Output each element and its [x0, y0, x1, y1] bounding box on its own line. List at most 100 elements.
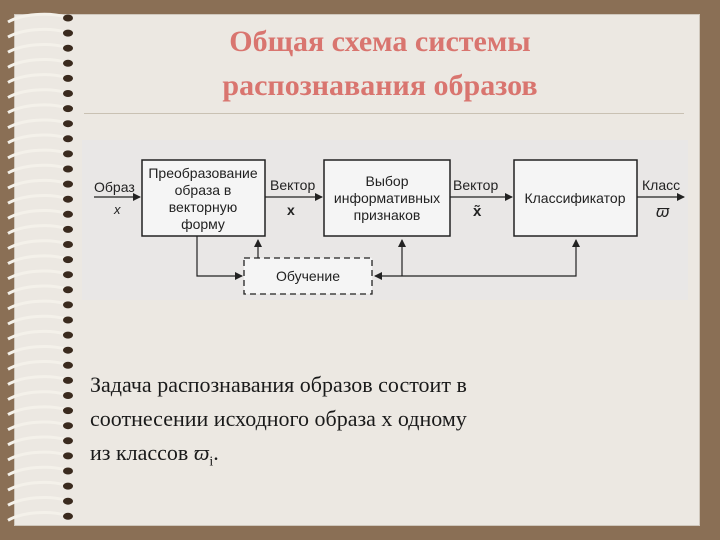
transform-block-line-1: Преобразование — [148, 165, 258, 181]
title-line-1: Общая схема системы — [100, 20, 660, 64]
spiral-ring — [8, 497, 66, 505]
feature-block-line-3: признаков — [354, 207, 421, 223]
spiral-ring — [8, 120, 66, 128]
spiral-hole — [63, 256, 73, 263]
spiral-ring — [8, 90, 66, 98]
spiral-ring — [8, 422, 66, 430]
feature-block-line-1: Выбор — [366, 173, 409, 189]
spiral-ring — [8, 44, 66, 52]
spiral-ring — [8, 286, 66, 294]
spiral-hole — [63, 422, 73, 429]
spiral-hole — [63, 135, 73, 142]
spiral-ring — [8, 437, 66, 445]
spiral-ring — [8, 60, 66, 68]
spiral-ring — [8, 482, 66, 490]
spiral-hole — [63, 211, 73, 218]
spiral-hole — [63, 105, 73, 112]
spiral-ring — [8, 135, 66, 143]
spiral-ring — [8, 75, 66, 83]
spiral-ring — [8, 331, 66, 339]
spiral-ring — [8, 346, 66, 354]
title-divider — [84, 113, 684, 114]
spiral-ring — [8, 105, 66, 113]
vector2-symbol: x̃ — [473, 203, 482, 220]
spiral-hole — [63, 301, 73, 308]
transform-block-line-4: форму — [181, 216, 225, 232]
spiral-ring — [8, 301, 66, 309]
transform-block-line-3: векторную — [169, 199, 237, 215]
spiral-hole — [63, 407, 73, 414]
vector1-label: Вектор — [270, 177, 315, 193]
spiral-hole — [63, 317, 73, 324]
spiral-ring — [8, 195, 66, 203]
spiral-hole — [63, 347, 73, 354]
task-line-2: соотнесении исходного образа x одному — [90, 402, 670, 436]
spiral-ring — [8, 377, 66, 385]
spiral-hole — [63, 392, 73, 399]
spiral-hole — [63, 181, 73, 188]
spiral-hole — [63, 241, 73, 248]
spiral-binding — [0, 8, 80, 528]
spiral-hole — [63, 286, 73, 293]
spiral-hole — [63, 513, 73, 520]
spiral-hole — [63, 483, 73, 490]
input-symbol: x — [113, 202, 121, 217]
spiral-hole — [63, 226, 73, 233]
spiral-ring — [8, 29, 66, 37]
title-line-2: распознавания образов — [100, 64, 660, 108]
task-line-1: Задача распознавания образов состоит в — [90, 368, 670, 402]
spiral-hole — [63, 452, 73, 459]
spiral-hole — [63, 437, 73, 444]
feature-block-line-2: информативных — [334, 190, 440, 206]
spiral-ring — [8, 256, 66, 264]
spiral-hole — [63, 60, 73, 67]
task-description: Задача распознавания образов состоит в с… — [90, 368, 670, 479]
spiral-hole — [63, 196, 73, 203]
spiral-hole — [63, 75, 73, 82]
spiral-hole — [63, 377, 73, 384]
spiral-ring — [8, 271, 66, 279]
spiral-ring — [8, 362, 66, 370]
spiral-ring — [8, 407, 66, 415]
classifier-label: Классификатор — [524, 190, 625, 206]
spiral-ring — [8, 14, 66, 22]
vector2-label: Вектор — [453, 177, 498, 193]
spiral-ring — [8, 150, 66, 158]
spiral-hole — [63, 166, 73, 173]
output-symbol: ϖ — [656, 202, 670, 221]
spiral-hole — [63, 498, 73, 505]
output-label: Класс — [642, 177, 680, 193]
feedback-to-classifier — [402, 240, 576, 276]
spiral-ring — [8, 392, 66, 400]
slide-title: Общая схема системы распознавания образо… — [100, 20, 660, 108]
spiral-hole — [63, 332, 73, 339]
task-line-3: из классов ϖi. — [90, 436, 670, 479]
spiral-hole — [63, 15, 73, 22]
spiral-hole — [63, 120, 73, 127]
spiral-hole — [63, 90, 73, 97]
spiral-ring — [8, 316, 66, 324]
training-label: Обучение — [276, 268, 340, 284]
input-label: Образ — [94, 179, 135, 195]
spiral-hole — [63, 362, 73, 369]
spiral-ring — [8, 226, 66, 234]
spiral-ring — [8, 165, 66, 173]
spiral-hole — [63, 30, 73, 37]
task-line-3-prefix: из классов — [90, 440, 194, 465]
spiral-hole — [63, 468, 73, 475]
feedback-from-block1 — [197, 236, 242, 276]
class-symbol: ϖ — [194, 440, 210, 465]
spiral-ring — [8, 241, 66, 249]
spiral-ring — [8, 467, 66, 475]
spiral-hole — [63, 45, 73, 52]
spiral-hole — [63, 271, 73, 278]
task-line-3-suffix: . — [213, 440, 219, 465]
spiral-ring — [8, 452, 66, 460]
spiral-ring — [8, 180, 66, 188]
spiral-ring — [8, 513, 66, 521]
recognition-diagram: Образ x Преобразование образа в векторну… — [82, 140, 688, 300]
vector1-symbol: x — [287, 202, 295, 218]
spiral-hole — [63, 150, 73, 157]
spiral-ring — [8, 211, 66, 219]
transform-block-line-2: образа в — [175, 182, 232, 198]
